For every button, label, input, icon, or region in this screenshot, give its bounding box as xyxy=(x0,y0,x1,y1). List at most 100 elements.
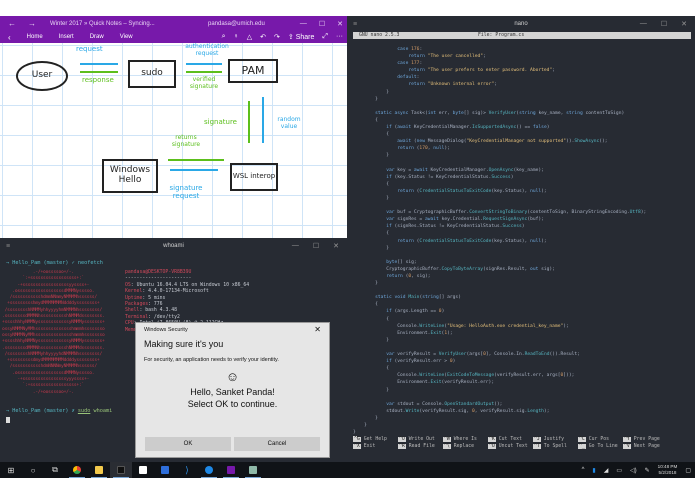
onenote-icon xyxy=(227,466,235,474)
minimize-button[interactable]: — xyxy=(639,20,647,27)
share-button[interactable]: ⇪ Share xyxy=(287,34,315,41)
label-request: request xyxy=(76,45,103,53)
redo-icon[interactable]: ↷ xyxy=(274,34,280,41)
nav-back-chevron-icon[interactable]: ‹ xyxy=(8,32,11,42)
dialog-close-button[interactable]: ✕ xyxy=(314,325,321,334)
task-view-button[interactable]: ⧉ xyxy=(44,462,66,478)
taskbar-remote-desktop[interactable] xyxy=(242,462,264,478)
note-canvas[interactable]: User sudo PAM Windows Hello WSL interop … xyxy=(0,43,347,238)
bell-icon[interactable]: △ xyxy=(246,34,253,41)
taskbar-terminal[interactable] xyxy=(110,462,132,478)
minimize-button[interactable]: — xyxy=(299,19,307,27)
bluetooth-icon[interactable]: ▮ xyxy=(592,467,596,474)
account-email[interactable]: pandasa@umich.edu xyxy=(208,20,265,27)
label-returns-signature: returns signature xyxy=(171,134,201,148)
calendar-icon xyxy=(161,466,169,474)
tab-view[interactable]: View xyxy=(119,34,133,40)
pen-icon[interactable]: ✎ xyxy=(644,467,650,474)
close-button[interactable]: ✕ xyxy=(337,20,343,28)
dialog-message: For security, an application needs to ve… xyxy=(144,357,279,363)
maximize-button[interactable]: ☐ xyxy=(660,21,668,28)
nano-version: GNU nano 2.5.3 xyxy=(359,33,400,38)
shortcut-go-to-line[interactable]: ^_Go To Line xyxy=(578,444,618,449)
ubuntu-ascii-logo: .-/+oossssoo+/-. `:+ssssssssssssssssss+:… xyxy=(2,270,105,395)
action-center-icon[interactable]: ▢ xyxy=(685,467,691,474)
node-user: User xyxy=(16,61,68,91)
maximize-button[interactable]: ☐ xyxy=(312,243,320,250)
windows-hello-face-icon: ☺ xyxy=(225,369,240,384)
app-window-icon xyxy=(249,466,257,474)
close-button[interactable]: ✕ xyxy=(333,243,339,250)
hamburger-menu-icon[interactable]: ≡ xyxy=(6,242,11,250)
share-icon: ⇪ xyxy=(287,34,294,41)
maximize-button[interactable]: ☐ xyxy=(318,20,326,28)
tab-home[interactable]: Home xyxy=(26,34,43,40)
ok-button[interactable]: OK xyxy=(145,437,231,451)
node-pam: PAM xyxy=(228,59,278,83)
taskbar-vscode[interactable]: ⟩ xyxy=(176,462,198,478)
expand-icon[interactable]: ⤢ xyxy=(322,33,328,40)
start-button[interactable]: ⊞ xyxy=(0,462,22,478)
taskbar-chrome[interactable] xyxy=(66,462,88,478)
shortcut-replace[interactable]: ^\Replace xyxy=(443,444,474,449)
label-random-value: random value xyxy=(277,116,301,130)
back-arrow-icon[interactable]: ← xyxy=(8,19,16,28)
code-editor[interactable]: case 176: return "The user cancelled"; c… xyxy=(353,46,646,444)
onenote-window: ← → Winter 2017 » Quick Notes – Syncing.… xyxy=(0,16,347,238)
cancel-button[interactable]: Cancel xyxy=(234,437,320,451)
taskbar-cortana-app[interactable] xyxy=(198,462,220,478)
volume-icon[interactable]: ◁) xyxy=(630,467,637,474)
node-wsl-interop: WSL interop xyxy=(230,163,278,191)
store-bag-icon xyxy=(139,466,147,474)
desktop: ← → Winter 2017 » Quick Notes – Syncing.… xyxy=(0,16,695,478)
label-response: response xyxy=(82,76,114,84)
undo-icon[interactable]: ↶ xyxy=(260,34,266,41)
onenote-titlebar: ← → Winter 2017 » Quick Notes – Syncing.… xyxy=(0,16,347,31)
taskbar-calendar[interactable] xyxy=(154,462,176,478)
chevron-up-icon[interactable]: ^ xyxy=(581,467,585,473)
prompt-sudo-whoami: → Hello_Pam (master) ✗ sudo whoami xyxy=(6,408,113,414)
arrow-random-down xyxy=(262,97,264,143)
taskbar-store[interactable] xyxy=(132,462,154,478)
forward-arrow-icon[interactable]: → xyxy=(28,19,36,28)
search-icon[interactable]: ⌕ xyxy=(221,33,226,40)
lightbulb-icon[interactable]: ♀ xyxy=(233,33,239,40)
battery-icon[interactable]: ▭ xyxy=(616,467,622,474)
chrome-icon xyxy=(73,466,81,474)
dialog-window-title: Windows Security xyxy=(144,327,188,333)
terminal-titlebar: ≡ whoami — ☐ ✕ xyxy=(0,238,347,254)
label-signature-request: signature request xyxy=(169,184,203,200)
terminal-cursor xyxy=(6,417,10,424)
network-icon[interactable]: ◢ xyxy=(603,467,609,474)
hamburger-menu-icon[interactable]: ≡ xyxy=(353,20,358,28)
more-icon[interactable]: ··· xyxy=(336,33,343,40)
nano-terminal-window: ≡ nano — ☐ ✕ GNU nano 2.5.3 File: Progra… xyxy=(347,16,695,478)
dialog-titlebar: Windows Security ✕ xyxy=(136,323,329,337)
tab-insert[interactable]: Insert xyxy=(58,34,74,40)
minimize-button[interactable]: — xyxy=(291,242,299,249)
close-button[interactable]: ✕ xyxy=(681,21,687,28)
tab-draw[interactable]: Draw xyxy=(89,34,104,40)
arrow-sig-request xyxy=(170,169,218,171)
terminal-icon xyxy=(117,466,125,474)
taskbar-onenote[interactable] xyxy=(220,462,242,478)
taskbar-file-explorer[interactable] xyxy=(88,462,110,478)
vscode-icon: ⟩ xyxy=(185,464,189,475)
cortana-search-button[interactable]: ○ xyxy=(22,462,44,478)
terminal-titlebar: ≡ nano — ☐ ✕ xyxy=(347,16,695,32)
blue-circle-icon xyxy=(205,466,213,474)
window-title: nano xyxy=(514,21,528,27)
